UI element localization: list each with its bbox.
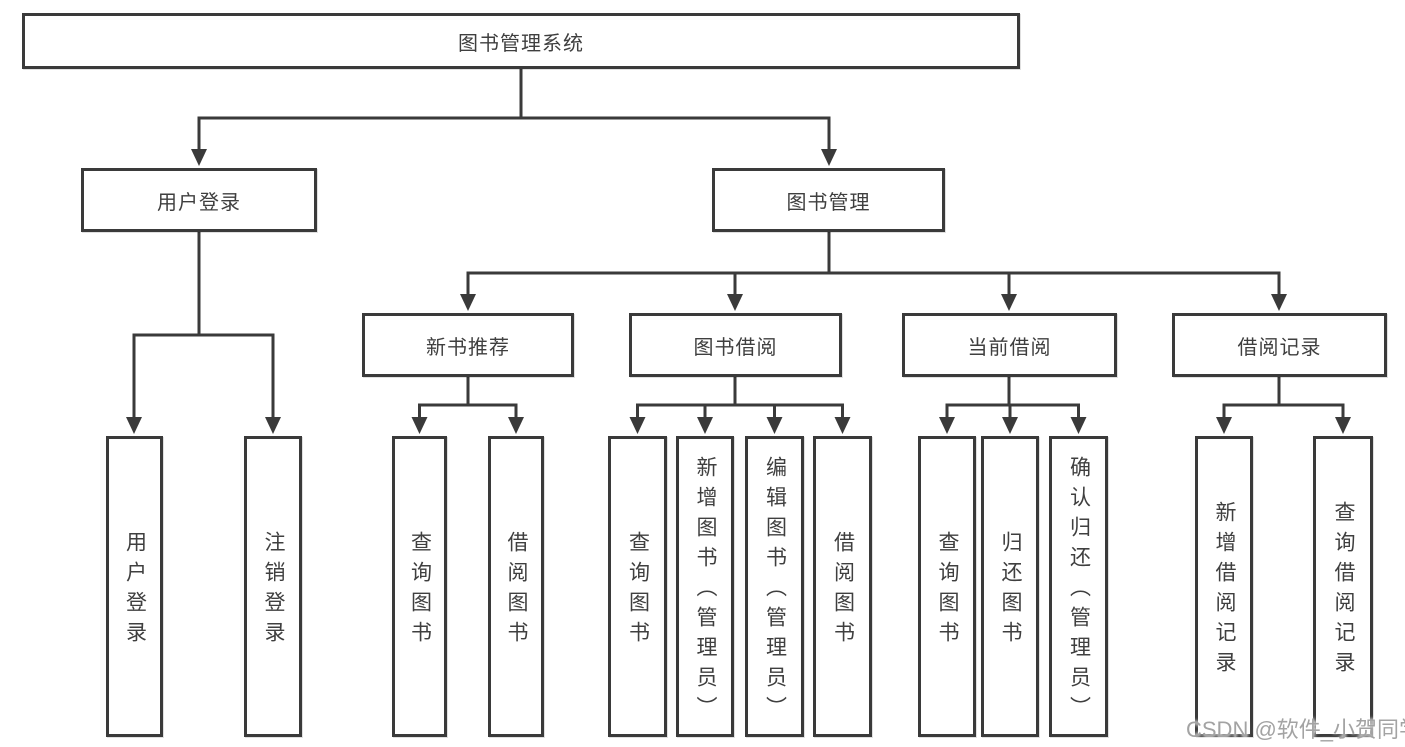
node-user-login-label: 用户登录 bbox=[157, 191, 241, 214]
node-current-borrowing: 当前借阅 bbox=[902, 313, 1117, 377]
node-book-management-label: 图书管理 bbox=[786, 191, 871, 214]
leaf-borrow-books-recommend-label: 借阅图书 bbox=[505, 531, 528, 651]
leaf-query-borrow-record: 查询借阅记录 bbox=[1313, 436, 1373, 737]
leaf-return-books-label: 归还图书 bbox=[999, 531, 1022, 651]
node-current-borrowing-label: 当前借阅 bbox=[967, 336, 1052, 359]
node-book-borrowing: 图书借阅 bbox=[629, 313, 842, 377]
leaf-query-books-current-label: 查询图书 bbox=[936, 531, 959, 651]
leaf-query-borrow-record-label: 查询借阅记录 bbox=[1332, 501, 1355, 681]
node-book-management: 图书管理 bbox=[712, 168, 945, 232]
leaf-user-login: 用户登录 bbox=[106, 436, 163, 737]
connector-borrowrecords-to-leaves bbox=[1222, 372, 1345, 421]
connector-bookmgmt-to-level3 bbox=[466, 228, 1281, 298]
node-library-management-system-label: 图书管理系统 bbox=[458, 32, 584, 55]
leaf-query-books-recommend-label: 查询图书 bbox=[408, 531, 432, 651]
leaf-edit-books-admin-label: 编辑图书（管理员） bbox=[763, 456, 787, 726]
connector-root-to-level2 bbox=[197, 65, 831, 153]
leaf-add-books-admin: 新增图书（管理员） bbox=[676, 436, 734, 737]
leaf-add-books-admin-label: 新增图书（管理员） bbox=[694, 456, 717, 726]
leaf-query-books-recommend: 查询图书 bbox=[392, 436, 447, 737]
leaf-query-books-borrow: 查询图书 bbox=[608, 436, 667, 737]
node-new-book-recommendation-label: 新书推荐 bbox=[426, 336, 510, 359]
leaf-return-books: 归还图书 bbox=[981, 436, 1039, 737]
leaf-confirm-return-admin-label: 确认归还（管理员） bbox=[1067, 456, 1091, 726]
csdn-watermark: CSDN @软件_小贺同学 bbox=[1186, 717, 1405, 742]
connector-userlogin-to-leaves bbox=[132, 227, 275, 421]
node-user-login: 用户登录 bbox=[81, 168, 317, 232]
leaf-user-login-label: 用户登录 bbox=[123, 531, 147, 651]
node-library-management-system: 图书管理系统 bbox=[22, 13, 1020, 69]
leaf-borrow-books-recommend: 借阅图书 bbox=[488, 436, 544, 737]
leaf-confirm-return-admin: 确认归还（管理员） bbox=[1049, 436, 1108, 737]
node-borrowing-records-label: 借阅记录 bbox=[1237, 336, 1322, 359]
node-borrowing-records: 借阅记录 bbox=[1172, 313, 1387, 377]
leaf-borrow-books: 借阅图书 bbox=[813, 436, 872, 737]
leaf-edit-books-admin: 编辑图书（管理员） bbox=[745, 436, 804, 737]
leaf-add-borrow-record-label: 新增借阅记录 bbox=[1213, 501, 1236, 681]
connector-newbook-to-leaves bbox=[418, 372, 518, 421]
leaf-logout-label: 注销登录 bbox=[262, 531, 285, 651]
node-book-borrowing-label: 图书借阅 bbox=[693, 336, 778, 359]
leaf-add-borrow-record: 新增借阅记录 bbox=[1195, 436, 1253, 737]
leaf-logout: 注销登录 bbox=[244, 436, 302, 737]
leaf-query-books-current: 查询图书 bbox=[918, 436, 976, 737]
leaf-borrow-books-label: 借阅图书 bbox=[831, 531, 855, 651]
leaf-query-books-borrow-label: 查询图书 bbox=[626, 531, 650, 651]
node-new-book-recommendation: 新书推荐 bbox=[362, 313, 574, 377]
connector-currentborrow-to-leaves bbox=[945, 372, 1080, 421]
connector-bookborrow-to-leaves bbox=[636, 372, 844, 421]
